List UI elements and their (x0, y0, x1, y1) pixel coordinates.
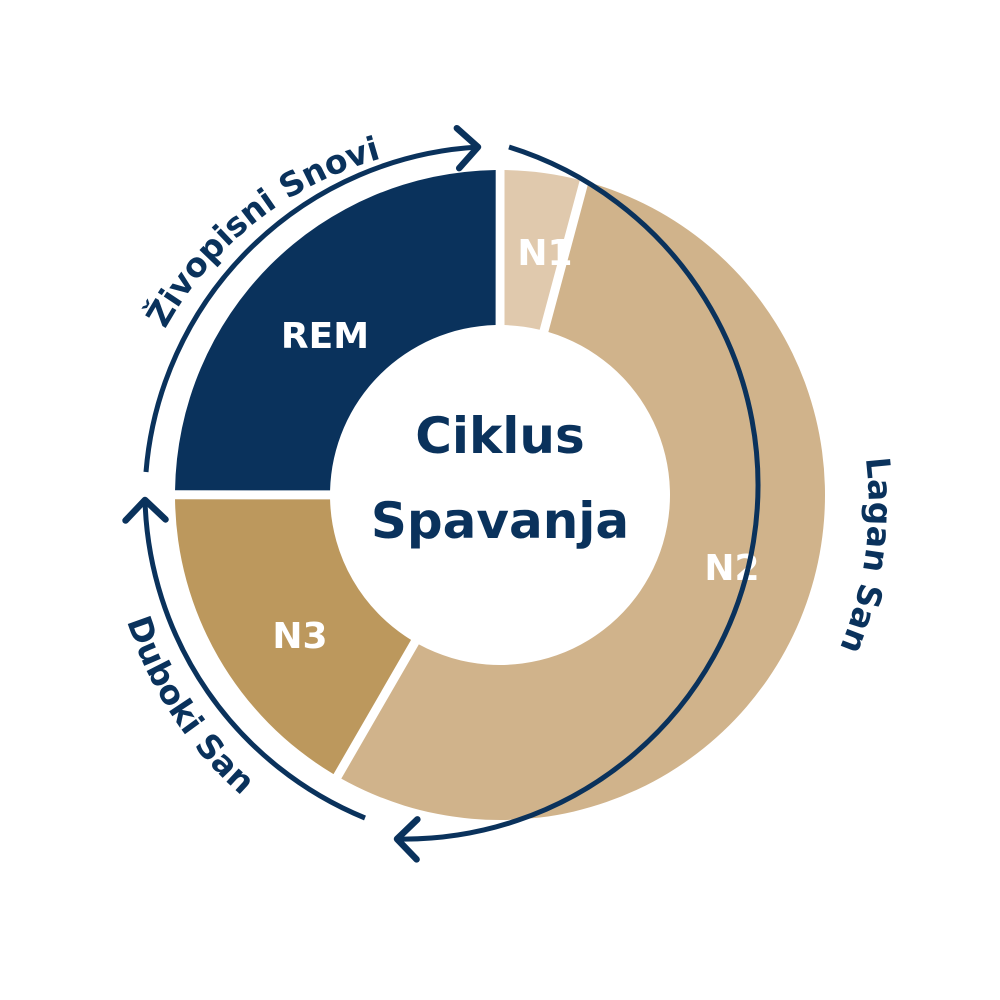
segment-n1 (504, 170, 580, 330)
arrow-vivid-dreams (143, 124, 482, 473)
segment-n2 (341, 182, 826, 821)
segment-rem (175, 170, 496, 491)
donut-segments (175, 170, 826, 821)
segment-label-n1: N1 (517, 233, 572, 274)
arrow-deep-sleep (122, 496, 366, 821)
outer-label-light: Lagan San (832, 455, 900, 659)
arrow-light-sleep (393, 144, 761, 863)
segment-n3 (175, 499, 412, 775)
center-title-line1: Ciklus (415, 407, 585, 465)
center-title-line2: Spavanja (371, 492, 629, 550)
segment-label-n3: N3 (272, 616, 327, 657)
segment-label-rem: REM (281, 316, 369, 357)
